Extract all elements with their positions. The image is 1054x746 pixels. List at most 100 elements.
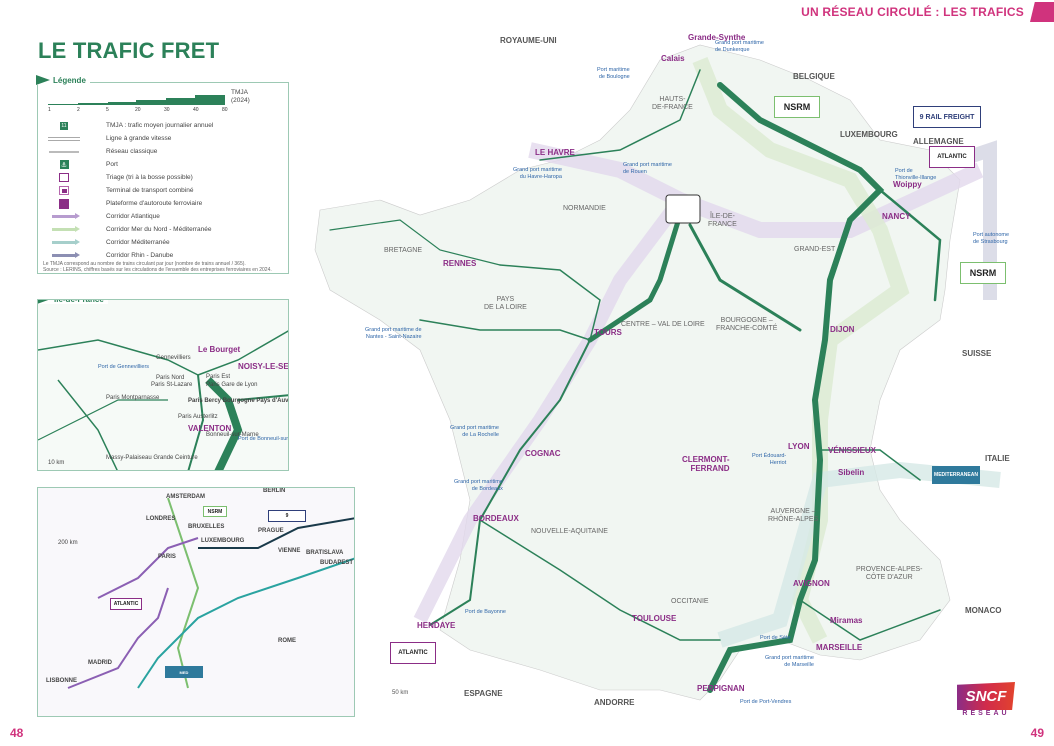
hub-label[interactable]: COGNAC xyxy=(525,449,561,458)
legend-item-corridor-mer-du-nord: Corridor Mer du Nord - Méditerranée xyxy=(42,223,213,236)
station-label: Bonneuil-sur-Marne xyxy=(206,432,259,438)
reseau-label: RÉSEAU xyxy=(962,710,1010,717)
region-label: HAUTS- DE-FRANCE xyxy=(652,96,693,111)
hub-label[interactable]: HENDAYE xyxy=(417,621,456,630)
hub-label[interactable]: Miramas xyxy=(830,616,863,625)
hub-label[interactable]: NANCY xyxy=(882,212,911,221)
city-label: ROME xyxy=(278,638,296,644)
port-label[interactable]: Port de Sète xyxy=(760,635,791,641)
idf-inset[interactable]: Île-de-France Le Bourget NOISY-LE-SEC VA… xyxy=(37,299,289,471)
station-label: Massy-Palaiseau Grande Ceinture xyxy=(106,455,198,461)
arrow-icon xyxy=(52,226,80,232)
arrow-icon xyxy=(52,213,80,219)
hub-label[interactable]: LE HAVRE xyxy=(535,148,575,157)
atlantic-corridor-logo: ATLANTIC xyxy=(929,146,975,168)
idf-map xyxy=(38,330,288,470)
tmja-badge-icon: 11 xyxy=(60,121,68,130)
port-label[interactable]: Port de Bayonne xyxy=(465,609,506,615)
hub-label[interactable]: Sibelin xyxy=(838,468,865,477)
hub-label[interactable]: TOULOUSE xyxy=(632,614,677,623)
idf-title: Île-de-France xyxy=(54,299,104,304)
port-label[interactable]: Port de Port-Vendres xyxy=(740,699,792,705)
truck-on-train-icon xyxy=(59,198,69,209)
europe-inset[interactable]: 200 km AMSTERDAM LONDRES BRUXELLES LUXEM… xyxy=(37,487,355,717)
region-label: PAYS DE LA LOIRE xyxy=(484,296,527,311)
port-label[interactable]: Grand port maritime de Marseille xyxy=(765,655,814,668)
region-label: BOURGOGNE – FRANCHE-COMTÉ xyxy=(716,317,778,332)
arrow-icon xyxy=(52,252,80,258)
port-label[interactable]: Grand port maritime de Dunkerque xyxy=(715,40,764,53)
port-label[interactable]: Port maritime de Boulogne xyxy=(597,67,630,80)
sncf-reseau-logo: SNCF RÉSEAU xyxy=(957,682,1015,717)
header-flag-decoration xyxy=(1030,2,1054,22)
hub-label[interactable]: Grande-Synthe xyxy=(688,33,746,42)
hub-label[interactable]: MARSEILLE xyxy=(816,643,863,652)
idf-scale: 10 km xyxy=(48,460,65,466)
city-label: VIENNE xyxy=(278,548,301,554)
hub-label[interactable]: Le Bourget xyxy=(198,345,241,354)
station-label: Paris Montparnasse xyxy=(106,395,160,401)
country-label: ESPAGNE xyxy=(464,689,503,698)
section-title: UN RÉSEAU CIRCULÉ : LES TRAFICS xyxy=(801,5,1024,19)
legend-item-triage: Triage (tri à la bosse possible) xyxy=(42,171,213,184)
city-label: LISBONNE xyxy=(46,678,78,684)
hub-label[interactable]: VÉNISSIEUX xyxy=(828,446,877,455)
region-label: BRETAGNE xyxy=(384,247,422,254)
region-label: NOUVELLE-AQUITAINE xyxy=(531,528,608,535)
hub-label[interactable]: BORDEAUX xyxy=(473,514,519,523)
port-label[interactable]: Port de Gennevilliers xyxy=(98,364,150,370)
city-label: BUDAPEST xyxy=(320,560,354,566)
europe-scale: 200 km xyxy=(58,540,78,546)
port-label[interactable]: Grand port maritime de Bordeaux xyxy=(454,479,503,492)
page-number-right: 49 xyxy=(1030,726,1044,740)
mediterranean-corridor-logo: MEDITERRANEAN xyxy=(932,466,980,484)
station-label: Gennevilliers xyxy=(156,355,191,361)
hub-label[interactable]: AVIGNON xyxy=(793,579,830,588)
hub-label[interactable]: CLERMONT- FERRAND xyxy=(682,455,730,473)
tmja-heading: TMJA(2024) xyxy=(231,89,250,104)
station-label: Paris Nord xyxy=(156,375,185,381)
country-label: MONACO xyxy=(965,606,1002,615)
country-label: LUXEMBOURG xyxy=(840,130,898,139)
hub-label[interactable]: Woippy xyxy=(893,180,922,189)
port-label[interactable]: Grand port maritime du Havre-Haropa xyxy=(513,167,562,180)
port-label[interactable]: Grand port maritime de Rouen xyxy=(623,162,672,175)
port-label[interactable]: Port Édouard- Herriot xyxy=(752,453,787,466)
atlantic-mini-logo: ATLANTIC xyxy=(110,598,142,610)
lgv-line-icon xyxy=(48,136,80,141)
legend-tag: Légende xyxy=(36,75,90,85)
nsrm-mini-logo: NSRM xyxy=(203,506,227,517)
city-label: BRUXELLES xyxy=(188,524,225,530)
legend-item-port: ⚓Port xyxy=(59,160,118,169)
country-label: ALLEMAGNE xyxy=(913,137,964,146)
classic-line-icon xyxy=(49,150,79,153)
hub-label[interactable]: PERPIGNAN xyxy=(697,684,745,693)
port-label[interactable]: Port autonome de Strasbourg xyxy=(973,232,1010,245)
hub-label[interactable]: LYON xyxy=(788,442,810,451)
port-label[interactable]: Grand port maritime de La Rochelle xyxy=(450,425,499,438)
port-label[interactable]: Grand port maritime de Nantes - Saint-Na… xyxy=(365,327,422,340)
country-label: ROYAUME-UNI xyxy=(500,36,557,45)
hub-label[interactable]: Calais xyxy=(661,54,685,63)
city-label: PRAGUE xyxy=(258,528,284,534)
hub-label[interactable]: DIJON xyxy=(830,325,855,334)
hub-label[interactable]: VALENTON xyxy=(188,424,232,433)
city-label: LUXEMBOURG xyxy=(201,538,245,544)
hub-label[interactable]: TOURS xyxy=(594,328,622,337)
city-label: LONDRES xyxy=(146,516,176,522)
region-label: PROVENCE-ALPES- CÔTE D'AZUR xyxy=(856,566,923,581)
legend-title: Légende xyxy=(53,75,86,85)
country-label: BELGIQUE xyxy=(793,72,835,81)
port-label[interactable]: Port de Thionville-Illange xyxy=(895,168,937,181)
region-label: AUVERGNE – RHÔNE-ALPES xyxy=(768,508,819,523)
port-label[interactable]: Port de Bonneuil-sur-Marne xyxy=(238,436,289,442)
page-title: LE TRAFIC FRET xyxy=(38,38,220,63)
hub-label[interactable]: RENNES xyxy=(443,259,477,268)
hub-label[interactable]: NOISY-LE-SEC xyxy=(238,362,289,371)
corridor-atlantique-south xyxy=(413,195,686,624)
